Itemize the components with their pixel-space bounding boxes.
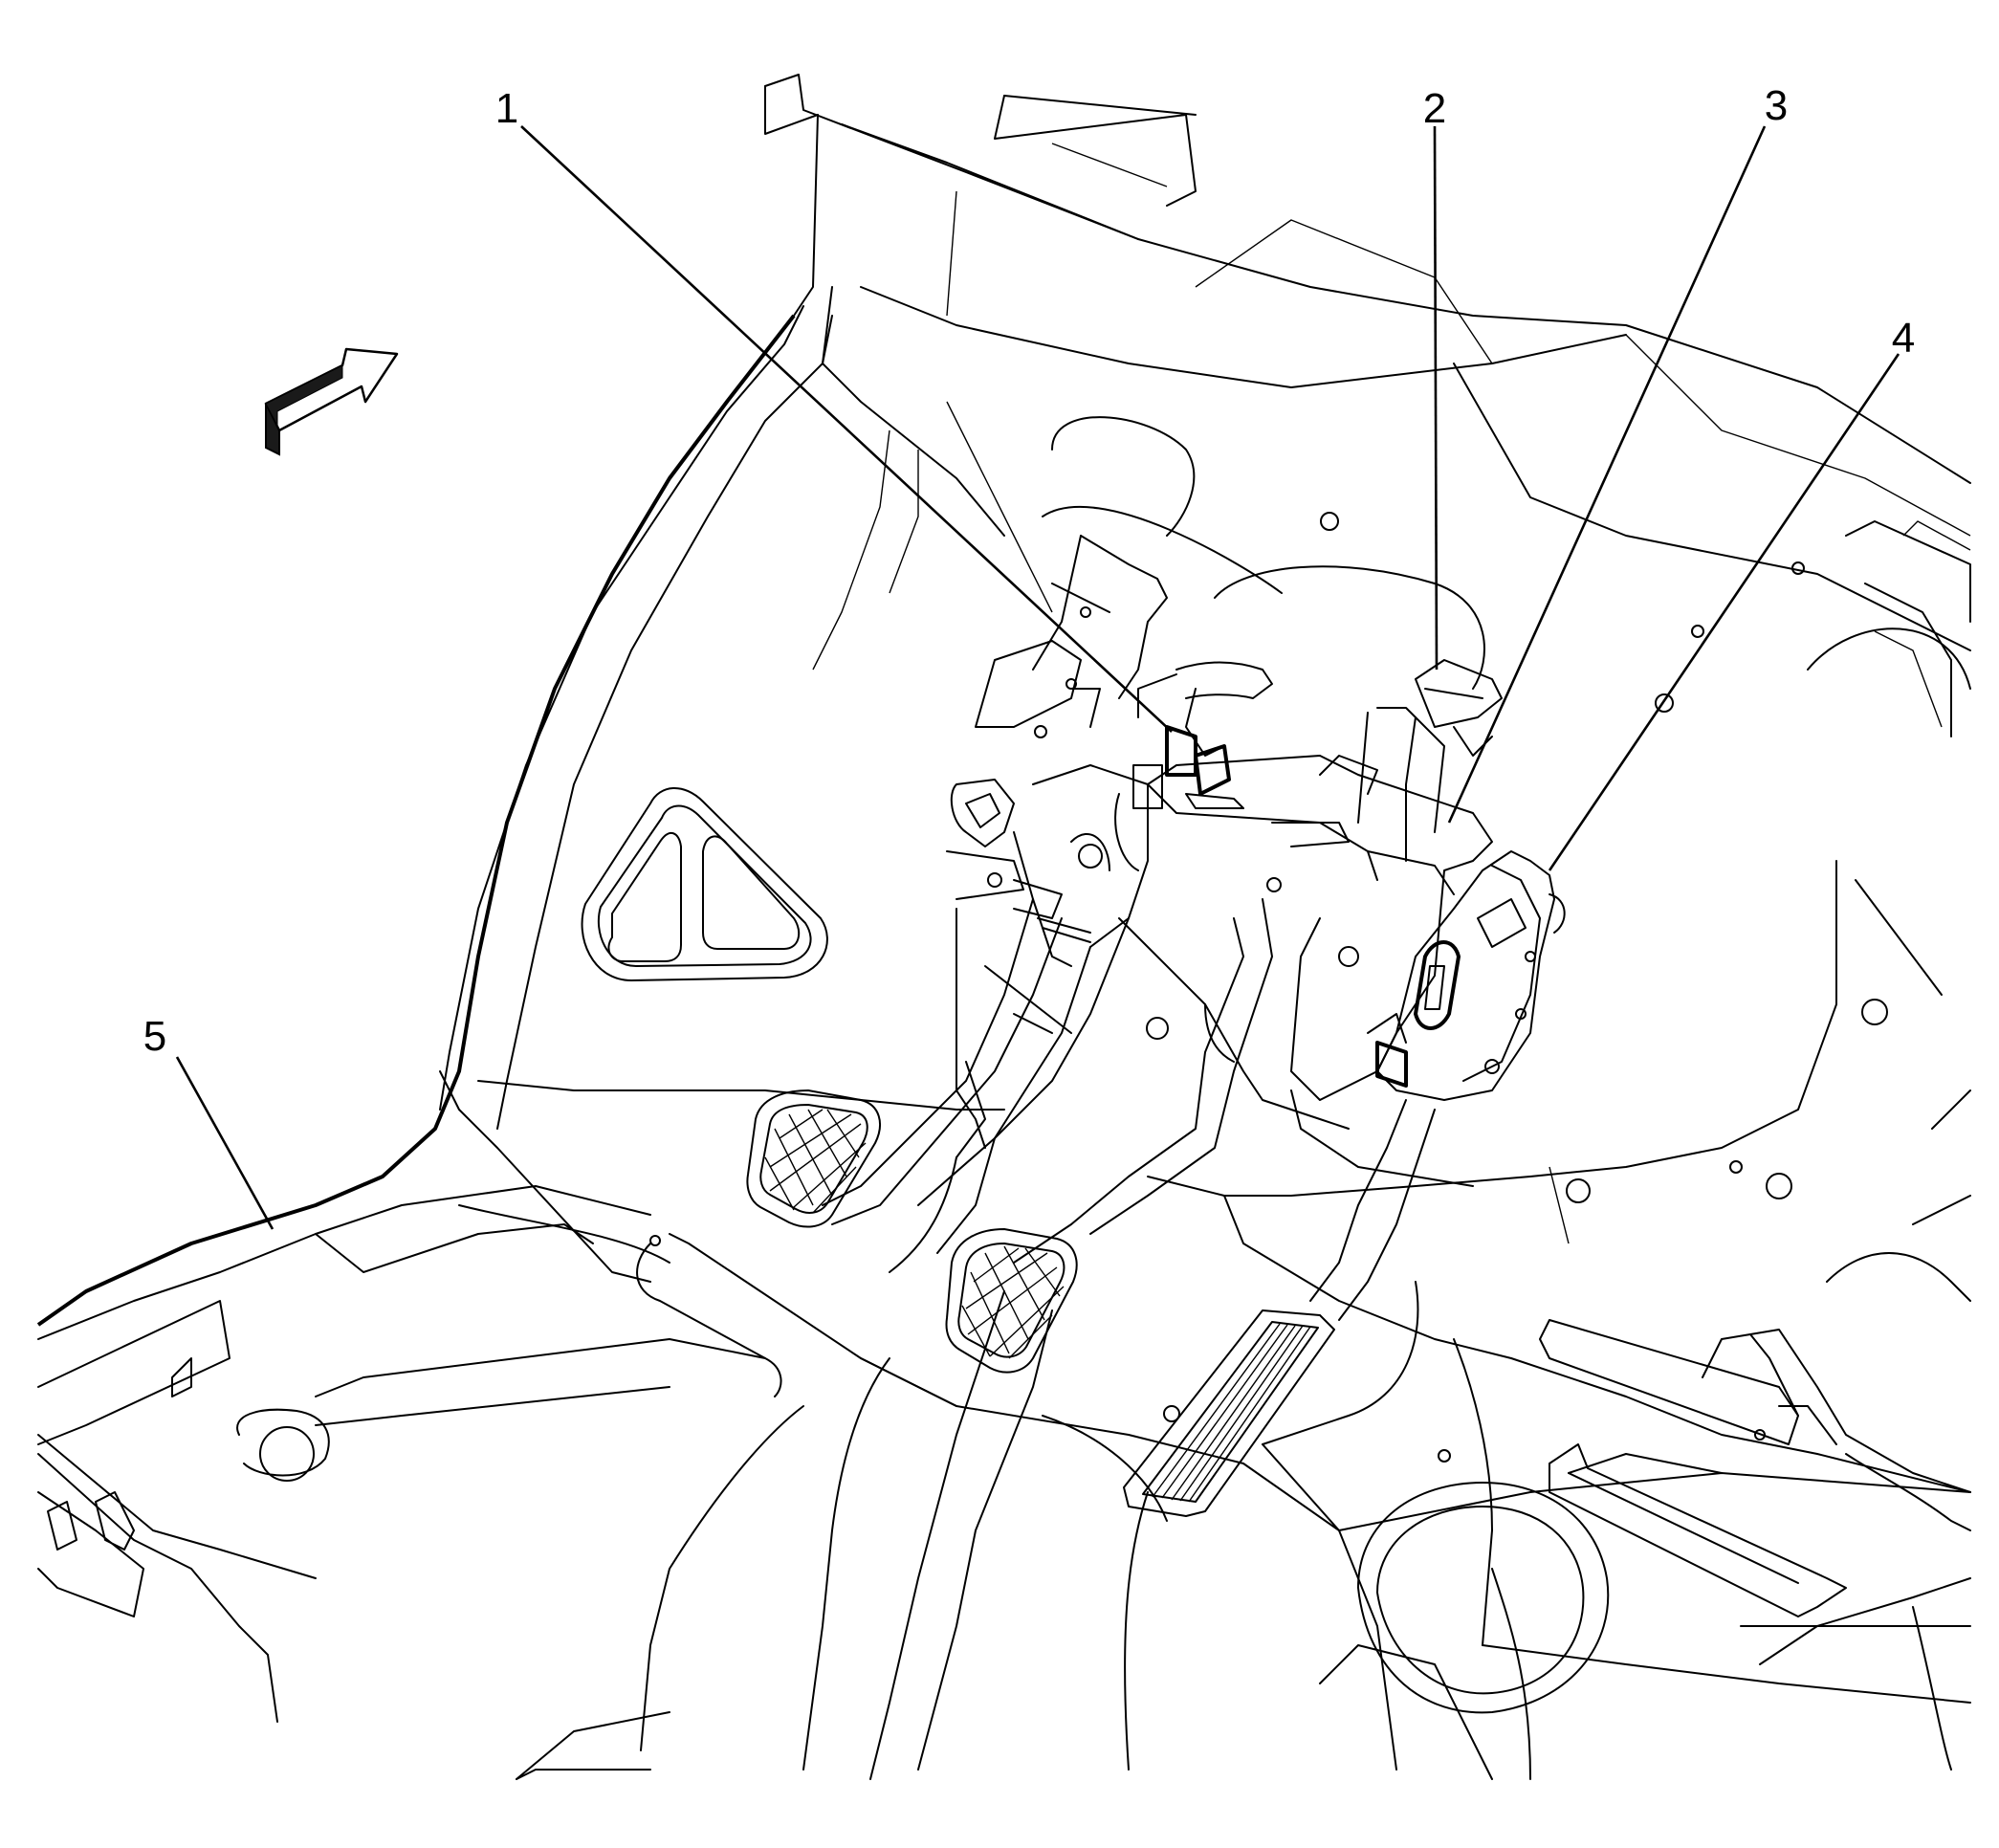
callout-2: 2 <box>1423 85 1446 132</box>
callout-4: 4 <box>1892 315 1915 362</box>
leader-1 <box>520 125 1173 733</box>
callout-1: 1 <box>495 85 518 132</box>
brake-pedal-pad <box>945 1228 1078 1374</box>
leader-5 <box>175 1056 275 1230</box>
leader-4 <box>1548 353 1900 871</box>
leader-2 <box>1433 125 1439 671</box>
callout-labels: 1 2 3 4 5 <box>143 82 1915 1060</box>
pedal-bracket <box>822 535 1503 1273</box>
callout-3: 3 <box>1765 82 1788 129</box>
brake-pad-tread <box>961 1245 1065 1359</box>
leader-lines <box>175 125 1900 1230</box>
accelerator-pad-ribs <box>1152 1323 1311 1503</box>
clutch-pedal-pad <box>746 1089 881 1228</box>
accelerator-pedal-pad <box>1123 1309 1335 1517</box>
clutch-pad-tread <box>764 1109 867 1214</box>
accelerator-pedal-sensor <box>1309 850 1566 1321</box>
floor-pan <box>37 1070 1971 1780</box>
leader-3 <box>1447 125 1767 824</box>
forward-arrow-icon <box>264 347 399 456</box>
callout-5: 5 <box>143 1013 166 1060</box>
dash-panel <box>439 74 1971 1244</box>
kick-panel <box>36 286 1005 1327</box>
